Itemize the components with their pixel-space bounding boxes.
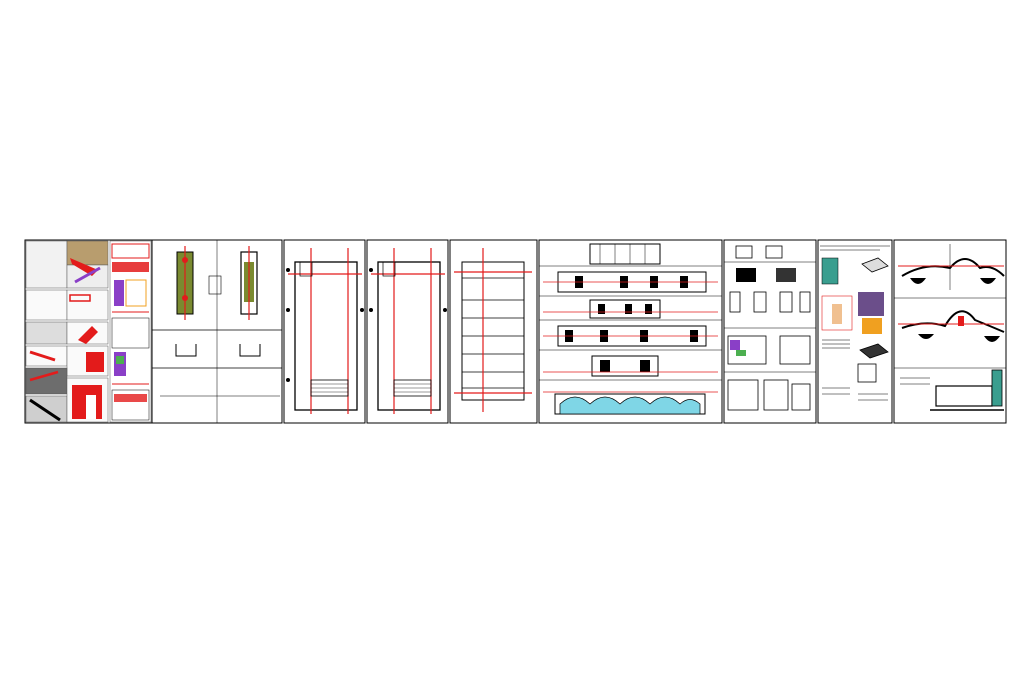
site-legend-column: [109, 240, 152, 423]
green-plan-left: [176, 246, 194, 320]
sheet-floor-plan-2[interactable]: [366, 239, 449, 424]
elevation-4: [543, 325, 718, 347]
sheet-construction-details[interactable]: [723, 239, 817, 424]
sheet-product[interactable]: [817, 239, 893, 424]
sheet-structural-plan[interactable]: [449, 239, 538, 424]
elevation-2: [543, 271, 718, 293]
section-2-cyan: [543, 391, 718, 415]
elevation-3: [543, 299, 718, 319]
arch-section-2: [898, 310, 1005, 342]
site-thumbnail-grid: [25, 240, 109, 423]
sheet-floor-plan-1[interactable]: [283, 239, 366, 424]
arch-section-1: [898, 244, 1005, 290]
sheet-plan-details[interactable]: [151, 239, 283, 424]
sheet-site-plan[interactable]: [24, 239, 153, 424]
sheet-section-details[interactable]: [893, 239, 1007, 424]
green-plan-right: [240, 246, 258, 320]
sheet-elevations-sections[interactable]: [538, 239, 723, 424]
wall-detail: [900, 369, 1004, 411]
section-1: [543, 355, 718, 377]
elevation-1: [589, 243, 661, 265]
